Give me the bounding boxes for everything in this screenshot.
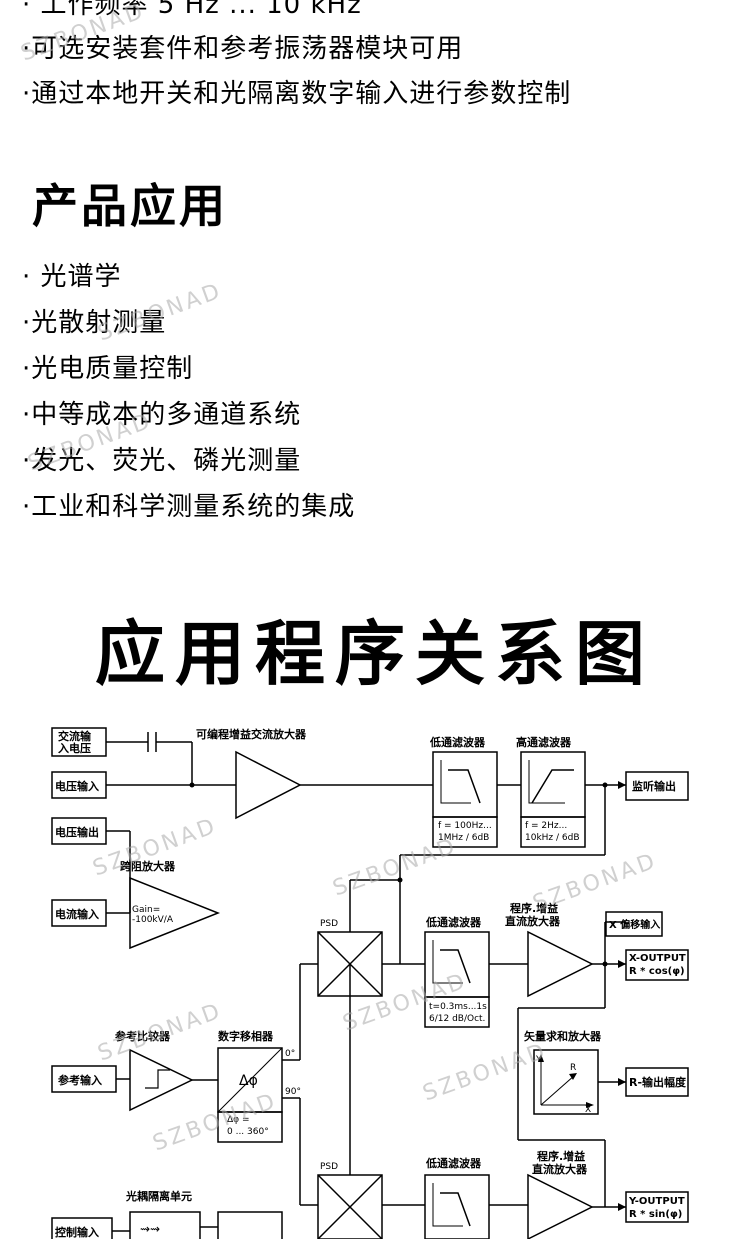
lp2-label: 低通滤波器 xyxy=(425,915,482,929)
reference-comparator xyxy=(129,1048,194,1112)
dc-amp2-label-2: 直流放大器 xyxy=(532,1162,588,1176)
x-offset-box xyxy=(605,911,663,937)
y-output-label-1: Y-OUTPUT xyxy=(628,1196,685,1207)
dc-amp2-label-1: 程序.增益 xyxy=(537,1149,585,1163)
application-item-3: ·光电质量控制 xyxy=(22,354,194,384)
monitor-output-box xyxy=(625,771,689,801)
phase-range-1: Δφ = xyxy=(227,1115,250,1125)
control-input-label: 控制输入 xyxy=(55,1225,99,1239)
lowpass-spec-2: 1MHz / 6dB xyxy=(438,833,489,843)
application-item-5: ·发光、荧光、磷光测量 xyxy=(22,446,302,476)
application-item-1: · 光谱学 xyxy=(22,262,122,292)
monitor-output-label: 监听输出 xyxy=(632,779,676,793)
vector-label: 矢量求和放大器 xyxy=(524,1029,602,1043)
deg90-label: 90° xyxy=(285,1087,301,1097)
psd-2-label: PSD xyxy=(320,1162,338,1172)
lowpass-filter-1 xyxy=(432,751,498,818)
pga-label: 可编程增益交流放大器 xyxy=(196,727,307,741)
axis-x: X xyxy=(585,1105,591,1115)
diagram-title: 应用程序关系图 xyxy=(95,613,655,695)
optocoupler-symbol: ⇝⇝ xyxy=(140,1222,160,1236)
x-output-label-2: R * cos(φ) xyxy=(629,966,685,977)
lp3-label: 低通滤波器 xyxy=(425,1156,482,1170)
comparator-label: 参考比较器 xyxy=(115,1029,171,1043)
axis-y: Y xyxy=(535,1055,542,1065)
lp2-spec-2: 6/12 dB/Oct. xyxy=(429,1014,485,1024)
application-item-6: ·工业和科学测量系统的集成 xyxy=(22,492,356,522)
current-input-label: 电流输入 xyxy=(55,907,99,921)
x-output-label-1: X-OUTPUT xyxy=(629,953,686,964)
psd-1-label: PSD xyxy=(320,919,338,929)
ac-input-label-1: 交流输 xyxy=(58,729,92,743)
lowpass-label: 低通滤波器 xyxy=(429,735,486,749)
highpass-label: 高通滤波器 xyxy=(516,735,572,749)
deg0-label: 0° xyxy=(285,1049,295,1059)
pga-amplifier xyxy=(235,750,302,820)
applications-heading: 产品应用 xyxy=(32,179,228,233)
tia-label: 跨阻放大器 xyxy=(120,859,176,873)
voltage-output-label: 电压输出 xyxy=(55,825,99,839)
feature-item-1: ·可选安装套件和参考振荡器模块可用 xyxy=(22,34,464,64)
highpass-spec-2: 10kHz / 6dB xyxy=(525,833,580,843)
x-output-box xyxy=(625,949,689,981)
optocoupler-label: 光耦隔离单元 xyxy=(125,1189,192,1203)
lowpass-spec-1: f = 100Hz... xyxy=(438,821,492,831)
lp2-spec-1: t=0.3ms...1s xyxy=(429,1002,487,1012)
lowpass-filter-3 xyxy=(424,1174,490,1239)
application-item-4: ·中等成本的多通道系统 xyxy=(22,400,302,430)
tia-gain-2: -100kV/A xyxy=(132,915,174,925)
dc-amp-label-1: 程序.增益 xyxy=(510,901,558,915)
r-output-label: R-输出幅度 xyxy=(629,1075,687,1089)
phase-shifter-label: 数字移相器 xyxy=(218,1029,274,1043)
voltage-input-label: 电压输入 xyxy=(55,779,99,793)
phase-range-2: 0 ... 360° xyxy=(227,1127,269,1137)
dc-amplifier-2 xyxy=(527,1173,594,1239)
tia-gain-1: Gain= xyxy=(132,905,160,915)
phase-symbol: Δφ xyxy=(239,1073,258,1089)
application-diagram: 交流输 入电压 电压输入 电压输出 电流输入 参考输入 控制输入 可编程增益交流… xyxy=(51,727,689,1239)
highpass-filter xyxy=(520,751,586,818)
application-item-2: ·光散射测量 xyxy=(22,308,167,338)
ac-input-label-2: 入电压 xyxy=(58,741,91,755)
reference-input-label: 参考输入 xyxy=(58,1073,102,1087)
feature-frequency: · 工作频率 5 Hz ... 10 kHz xyxy=(22,0,362,20)
dc-amp-label-2: 直流放大器 xyxy=(505,914,561,928)
x-offset-label: X 偏移输入 xyxy=(609,918,660,931)
feature-item-2: ·通过本地开关和光隔离数字输入进行参数控制 xyxy=(22,79,572,109)
highpass-spec-1: f = 2Hz... xyxy=(525,821,567,831)
dc-amplifier-1 xyxy=(527,930,594,998)
y-output-label-2: R * sin(φ) xyxy=(629,1209,682,1220)
axis-r: R xyxy=(570,1063,576,1073)
